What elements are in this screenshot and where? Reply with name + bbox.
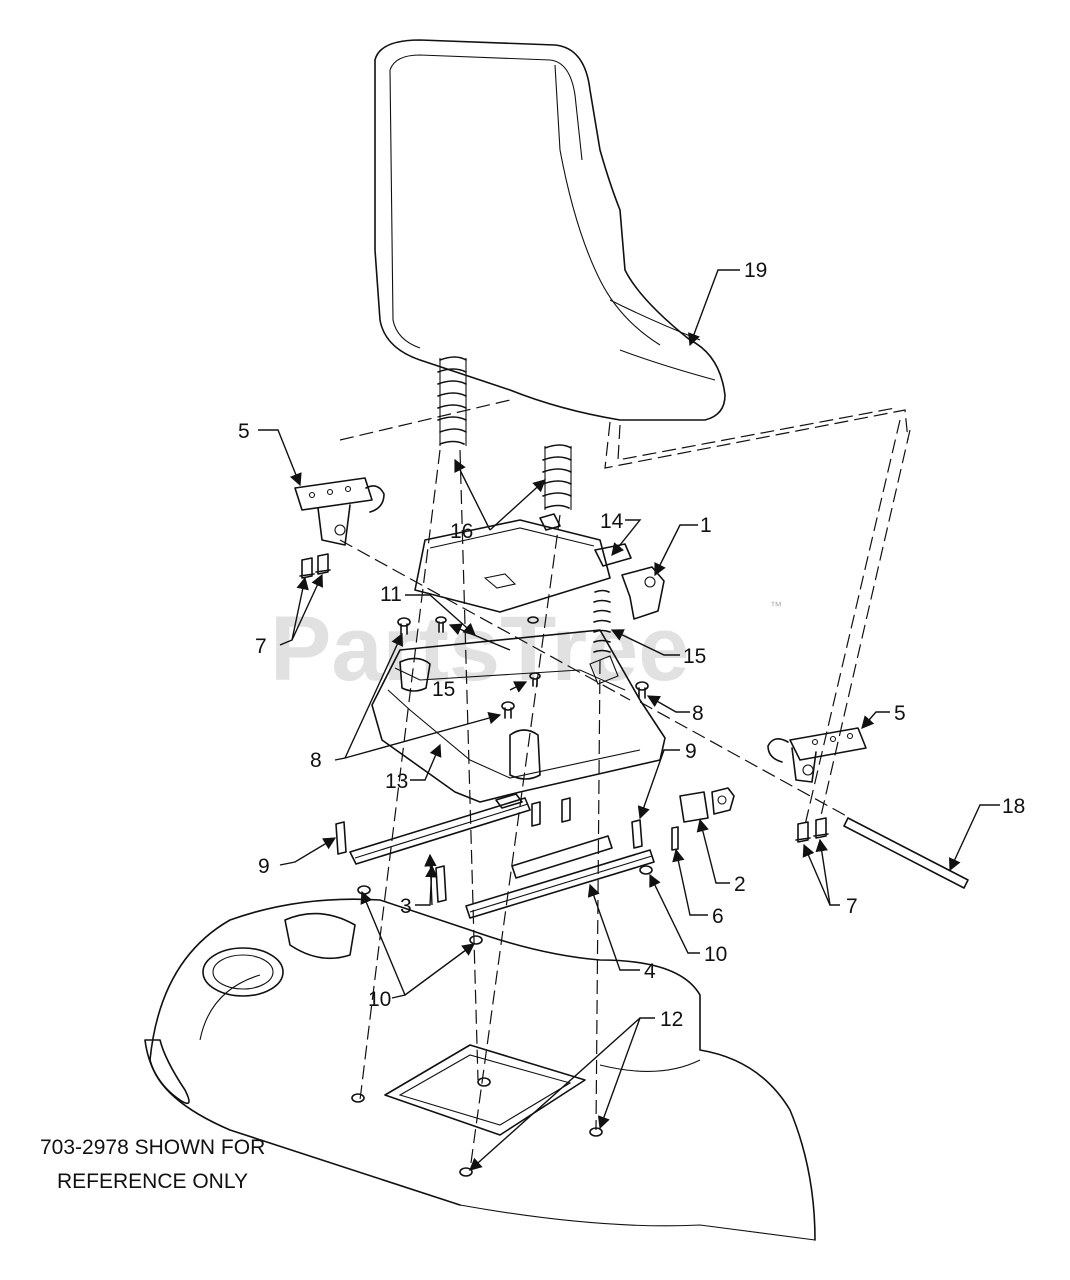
slide-rail-3 <box>349 793 531 865</box>
watermark-trademark: ™ <box>770 599 782 613</box>
switch-2 <box>679 787 735 823</box>
label-16: 16 <box>450 520 473 543</box>
label-8-right: 8 <box>692 702 704 725</box>
nuts-12 <box>351 1077 603 1177</box>
pivot-rod-18 <box>843 817 969 889</box>
spring-right <box>542 444 572 510</box>
label-1: 1 <box>700 514 712 537</box>
bolt-9-right <box>631 819 643 849</box>
label-11: 11 <box>380 583 402 606</box>
spring-15 <box>593 589 611 653</box>
label-5-right: 5 <box>894 702 906 725</box>
leader-lines <box>258 269 1000 1171</box>
bolt-9-left <box>335 821 347 855</box>
part-number-labels: 19 5 16 14 1 11 7 15 15 8 8 5 9 13 9 3 2… <box>238 259 1025 1031</box>
partstree-watermark: PartsTree <box>270 598 689 700</box>
bolt-3 <box>435 865 447 903</box>
reference-note-line-2: REFERENCE ONLY <box>57 1170 248 1193</box>
seat-part <box>374 39 726 421</box>
slide-rail-4 <box>465 835 655 919</box>
label-6: 6 <box>712 905 724 928</box>
latch-1 <box>621 566 665 620</box>
label-9-left: 9 <box>258 855 270 878</box>
label-14: 14 <box>600 510 624 533</box>
label-3: 3 <box>400 895 412 918</box>
bracket-left-5 <box>294 477 385 546</box>
label-18: 18 <box>1002 795 1025 818</box>
screw-6 <box>671 826 679 851</box>
seat-pan <box>414 513 611 613</box>
spring-left <box>437 356 467 446</box>
reference-note-line-1: 703-2978 SHOWN FOR <box>40 1136 265 1159</box>
label-12: 12 <box>660 1008 683 1031</box>
label-10-right: 10 <box>704 943 727 966</box>
label-13: 13 <box>385 770 408 793</box>
bolts-mid <box>531 797 571 827</box>
label-5-left: 5 <box>238 420 250 443</box>
bolts-left-7 <box>299 553 331 579</box>
label-9-right: 9 <box>685 740 697 763</box>
label-7-right: 7 <box>846 895 858 918</box>
label-7-left: 7 <box>255 635 267 658</box>
nuts-10 <box>357 865 653 945</box>
bolts-right-7 <box>795 817 829 843</box>
label-8-left: 8 <box>310 749 322 772</box>
fender-deck <box>144 898 816 1241</box>
label-2: 2 <box>734 873 746 896</box>
label-4: 4 <box>644 960 656 983</box>
label-10-left: 10 <box>368 988 391 1011</box>
label-15-center: 15 <box>432 678 455 701</box>
bracket-14 <box>594 543 632 567</box>
bracket-right-5 <box>767 727 867 783</box>
label-19: 19 <box>744 259 767 282</box>
label-15-right: 15 <box>683 645 706 668</box>
